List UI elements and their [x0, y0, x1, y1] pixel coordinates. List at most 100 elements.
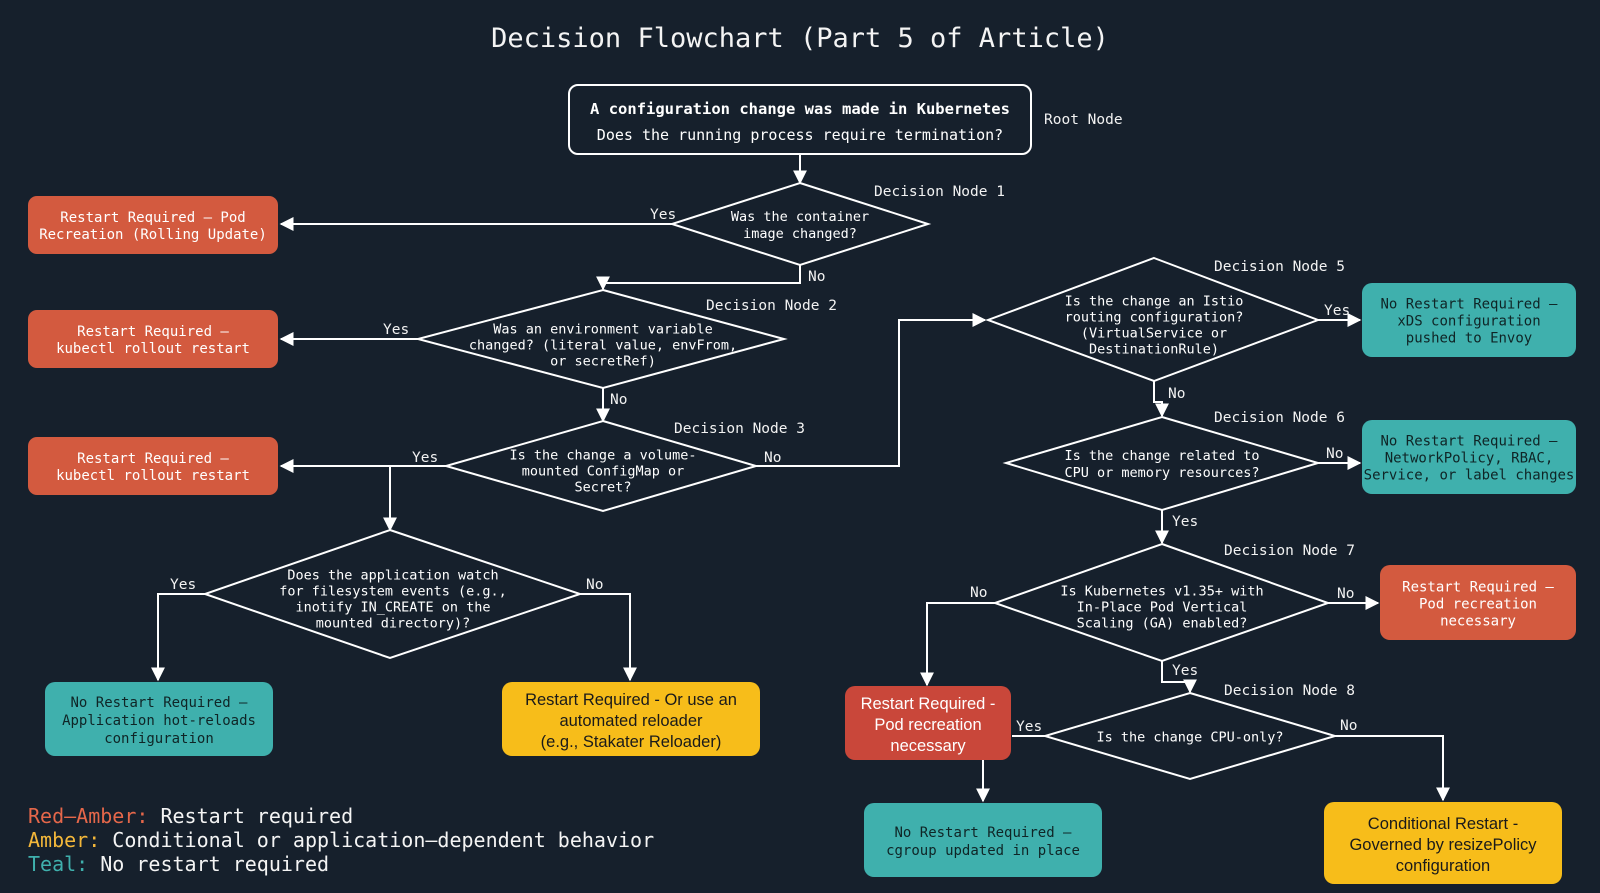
node-text-line: cgroup updated in place: [886, 843, 1080, 859]
root-node-tag: Root Node: [1044, 112, 1123, 128]
result-r2-rollout-restart: Restart Required –kubectl rollout restar…: [28, 310, 278, 368]
legend-item-amber: Amber: Conditional or application–depend…: [28, 828, 654, 852]
result-r3-rollout-restart: Restart Required –kubectl rollout restar…: [28, 437, 278, 495]
legend-key: Amber:: [28, 828, 100, 852]
decision-node-6-tag: Decision Node 6: [1214, 410, 1345, 426]
node-text-line: DestinationRule): [1089, 341, 1219, 357]
legend-item-teal: Teal: No restart required: [28, 852, 329, 876]
node-text-line: Is the change an Istio: [1065, 293, 1244, 309]
root-node-line2: Does the running process require termina…: [597, 126, 1003, 144]
node-text-line: Restart Required - Or use an: [525, 691, 737, 709]
node-text-line: Restart Required –: [77, 451, 229, 467]
edge-label-d2-yes: Yes: [383, 322, 409, 338]
edge-label-d1-yes: Yes: [650, 207, 676, 223]
node-text-line: Application hot-reloads: [62, 713, 256, 729]
node-text-line: changed? (literal value, envFrom,: [469, 337, 737, 353]
edge-label-d6-no: No: [1326, 446, 1343, 462]
node-text-line: mounted ConfigMap or: [522, 463, 685, 479]
result-t4-hot-reload: No Restart Required – Application hot-rel…: [45, 682, 273, 756]
edge-label-d7-no-right: No: [1337, 586, 1354, 602]
node-text-line: necessary: [1440, 614, 1516, 630]
edge-d1-no: [596, 265, 801, 291]
node-text-line: Is Kubernetes v1.35+ with: [1060, 583, 1263, 599]
node-text-line: No Restart Required –: [1380, 297, 1558, 313]
edges: [151, 154, 1450, 803]
edge-d7-no-left: [920, 602, 995, 687]
edge-d4-no: [580, 593, 637, 682]
edge-label-d7-yes: Yes: [1172, 663, 1198, 679]
node-text-line: mounted directory)?: [316, 615, 470, 631]
node-text-line: Governed by resizePolicy: [1349, 836, 1537, 854]
node-text: Restart Required –kubectl rollout restar…: [56, 451, 250, 484]
node-text-line: No Restart Required –: [894, 825, 1072, 841]
edge-label-d7-no-left: No: [970, 585, 987, 601]
legend-key: Teal:: [28, 852, 88, 876]
edge-d7-yes: [1161, 660, 1197, 694]
legend-value: Conditional or application–dependent beh…: [100, 828, 654, 852]
result-t6-networkpolicy: No Restart Required –NetworkPolicy, RBAC…: [1362, 420, 1576, 494]
node-text-line: Was the container: [731, 209, 869, 225]
node-text-line: Pod recreation: [874, 716, 981, 734]
node-text: No Restart Required –NetworkPolicy, RBAC…: [1364, 434, 1575, 484]
node-text-line: Restart Required – Pod: [60, 210, 245, 226]
node-text-line: Recreation (Rolling Update): [39, 227, 267, 243]
edge-label-d6-yes: Yes: [1172, 514, 1198, 530]
node-text: Conditional Restart - Governed by resizeP…: [1349, 815, 1537, 875]
decision-node-8: Is the change CPU-only? Decision Node 8: [1041, 683, 1355, 781]
node-text: No Restart Required – Application hot-rel…: [62, 695, 256, 747]
node-text: Restart Required - Or use an automated re…: [525, 691, 737, 751]
edge-label-d1-no: No: [808, 269, 825, 285]
decision-node-3-tag: Decision Node 3: [674, 421, 805, 437]
node-text-line: Is the change a volume-: [510, 447, 697, 463]
legend-item-red-amber: Red–Amber: Restart required: [28, 804, 353, 828]
node-text-line: necessary: [890, 737, 966, 755]
node-text-line: (VirtualService or: [1081, 325, 1227, 341]
root-node-line1: A configuration change was made in Kuber…: [590, 100, 1010, 118]
edge-label-d2-no: No: [610, 392, 627, 408]
legend-value: No restart required: [88, 852, 329, 876]
node-text-line: image changed?: [743, 226, 857, 242]
edge-label-d5-no: No: [1168, 386, 1185, 402]
node-text-line: Is the change related to: [1064, 448, 1259, 464]
node-text-line: pushed to Envoy: [1406, 331, 1532, 347]
node-text-line: Conditional Restart -: [1368, 815, 1518, 833]
decision-node-1-tag: Decision Node 1: [874, 184, 1005, 200]
node-text: No Restart Required – cgroup updated in p…: [886, 825, 1080, 859]
node-text-line: or secretRef): [550, 353, 656, 369]
result-y8-resizepolicy: Conditional Restart - Governed by resizeP…: [1324, 802, 1562, 884]
node-text-line: Does the application watch: [287, 567, 498, 583]
result-t8-cgroup: No Restart Required – cgroup updated in p…: [864, 803, 1102, 877]
node-text-line: Pod recreation: [1419, 597, 1537, 613]
node-text-line: NetworkPolicy, RBAC,: [1385, 451, 1554, 467]
node-text-line: configuration: [1396, 857, 1490, 875]
node-text-line: Secret?: [575, 479, 632, 495]
node-text-line: In-Place Pod Vertical: [1077, 599, 1248, 615]
node-text-line: configuration: [104, 731, 214, 747]
decision-node-2-tag: Decision Node 2: [706, 298, 837, 314]
node-text-line: Restart Required –: [1402, 580, 1554, 596]
node-text-line: automated reloader: [559, 712, 703, 730]
node-text: Restart Required –kubectl rollout restar…: [56, 324, 250, 357]
decision-node-5-tag: Decision Node 5: [1214, 259, 1345, 275]
node-text-line: No Restart Required –: [70, 695, 248, 711]
edge-d8-no: [1335, 735, 1450, 802]
legend-key: Red–Amber:: [28, 804, 148, 828]
edge-label-d4-yes: Yes: [170, 577, 196, 593]
